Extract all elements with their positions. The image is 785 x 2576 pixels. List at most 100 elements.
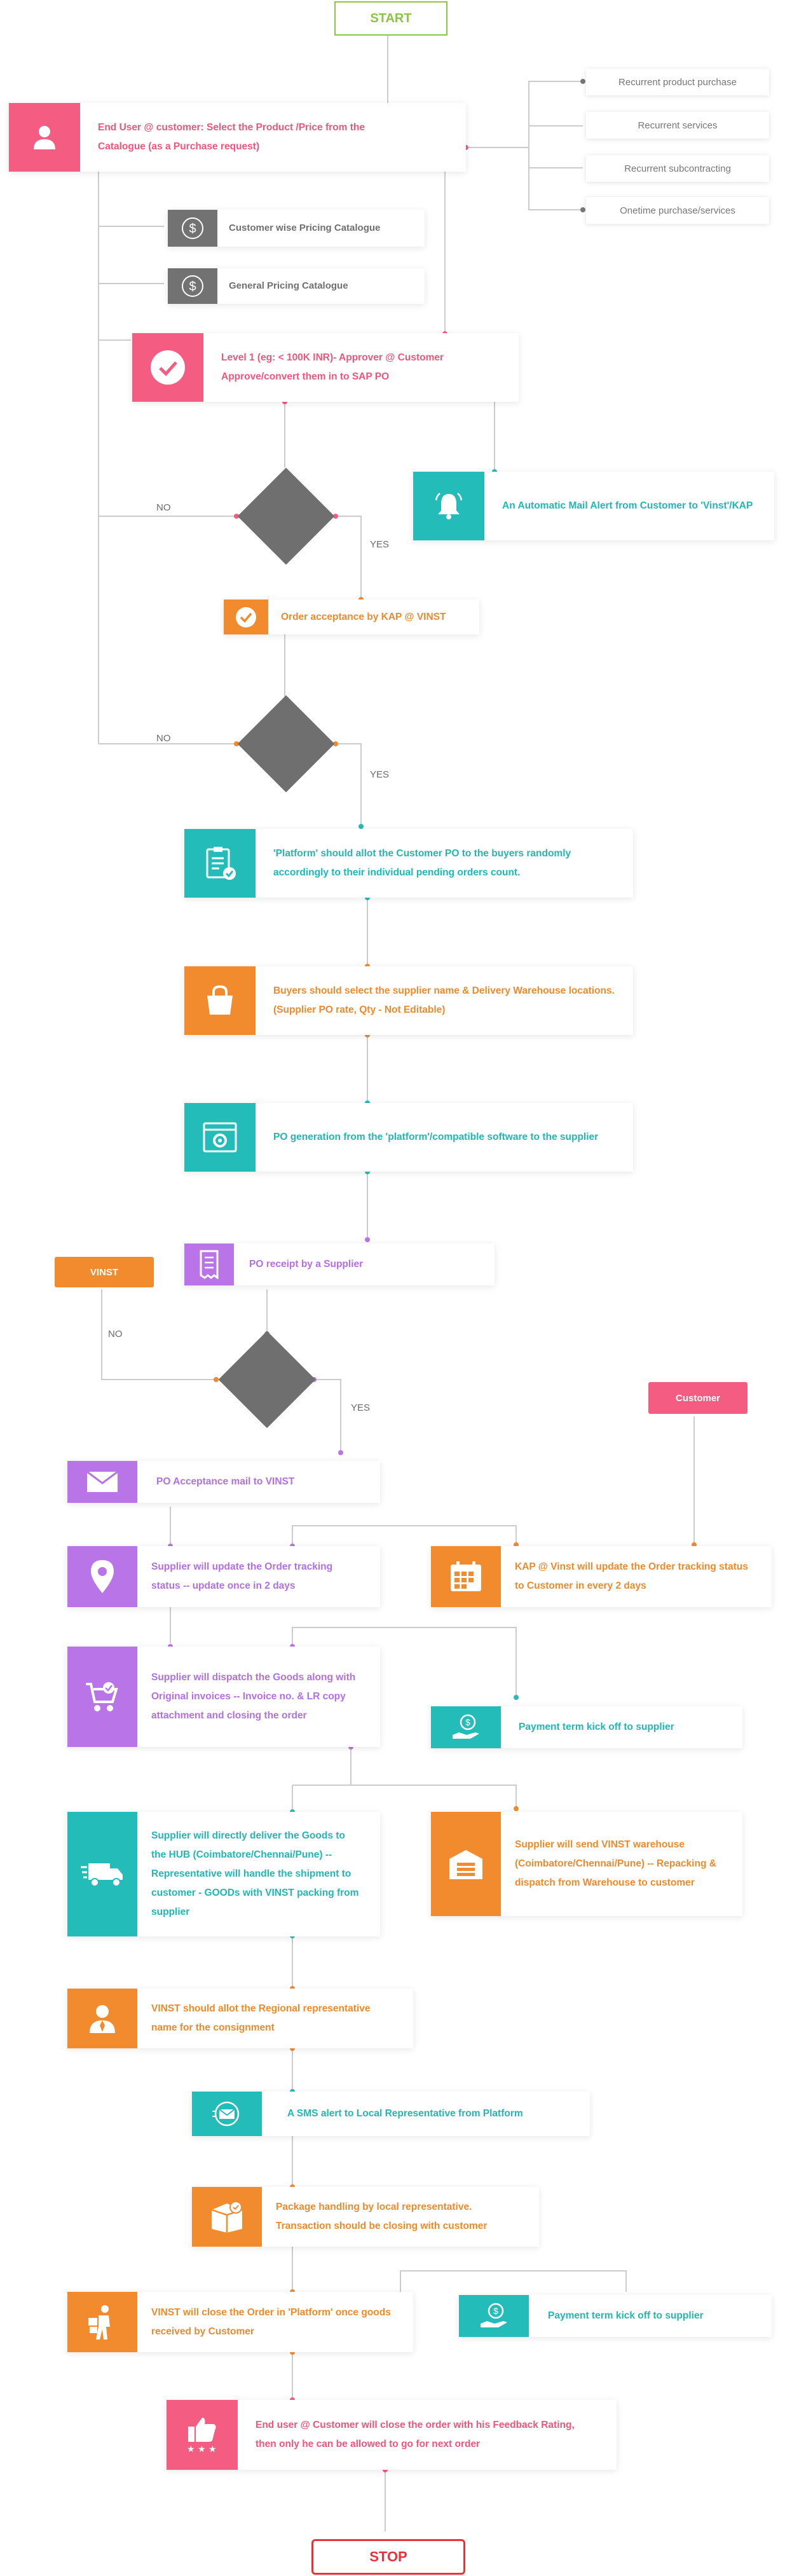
step-package-handling: Package handling by local representative…	[192, 2187, 539, 2247]
step-approver-text: Level 1 (eg: < 100K INR)- Approver @ Cus…	[221, 352, 444, 382]
step-order-acceptance-text: Order acceptance by KAP @ VINST	[281, 611, 446, 622]
svg-text:$: $	[465, 1717, 470, 1727]
receipt-icon	[184, 1243, 234, 1285]
hand-dollar-icon: $	[459, 2295, 529, 2337]
svg-text:★: ★	[187, 2444, 195, 2455]
stop-label: STOP	[369, 2549, 407, 2565]
purchase-type-3: Recurrent subcontracting	[586, 155, 769, 182]
purchase-type-label: Recurrent subcontracting	[624, 163, 731, 174]
step-general-pricing: $ General Pricing Catalogue	[168, 268, 425, 304]
step-close-order-text: VINST will close the Order in 'Platform'…	[151, 2306, 391, 2337]
vinst-tag-label: VINST	[90, 1266, 119, 1278]
svg-text:$: $	[189, 280, 196, 294]
step-po-acceptance-mail-text: PO Acceptance mail to VINST	[156, 1476, 295, 1487]
customer-tag-label: Customer	[675, 1392, 720, 1404]
step-po-receipt: PO receipt by a Supplier	[184, 1243, 495, 1285]
warehouse-icon	[431, 1812, 501, 1916]
step-allot-regional: VINST should allot the Regional represen…	[67, 1989, 413, 2048]
vinst-tag: VINST	[55, 1257, 154, 1287]
step-supplier-dispatch: Supplier will dispatch the Goods along w…	[67, 1647, 380, 1747]
purchase-type-label: Recurrent services	[638, 120, 718, 131]
step-payment-kickoff-2-text: Payment term kick off to supplier	[548, 2310, 704, 2321]
purchase-type-label: Onetime purchase/services	[620, 205, 735, 216]
thumbs-up-rating-icon: ★★★	[167, 2400, 238, 2470]
step-general-pricing-text: General Pricing Catalogue	[229, 280, 348, 291]
representative-icon	[67, 1989, 137, 2048]
step-feedback-text: End user @ Customer will close the order…	[256, 2420, 575, 2449]
delivery-person-icon	[67, 2292, 137, 2352]
step-close-order: VINST will close the Order in 'Platform'…	[67, 2292, 413, 2352]
location-pin-icon	[67, 1546, 137, 1607]
decision-diamond-3	[218, 1331, 316, 1428]
step-buyers-select: Buyers should select the supplier name &…	[184, 966, 633, 1035]
svg-text:$: $	[493, 2306, 498, 2316]
purchase-type-1: Recurrent product purchase	[586, 69, 769, 95]
decision-2-no-label: NO	[156, 733, 171, 744]
step-po-acceptance-mail: PO Acceptance mail to VINST	[67, 1461, 380, 1503]
purchase-type-2: Recurrent services	[586, 112, 769, 139]
svg-text:★: ★	[198, 2444, 206, 2455]
step-vinst-warehouse: Supplier will send VINST warehouse (Coim…	[431, 1812, 742, 1916]
sms-icon	[192, 2092, 262, 2136]
truck-icon	[67, 1812, 137, 1936]
step-po-receipt-text: PO receipt by a Supplier	[249, 1259, 364, 1270]
step-approver: Level 1 (eg: < 100K INR)- Approver @ Cus…	[132, 333, 519, 402]
step-platform-allot: 'Platform' should allot the Customer PO …	[184, 829, 633, 898]
start-terminal: START	[334, 1, 447, 36]
package-icon	[192, 2187, 262, 2247]
stop-terminal: STOP	[311, 2539, 465, 2575]
start-label: START	[370, 11, 412, 25]
customer-tag: Customer	[648, 1382, 747, 1414]
decision-diamond-2	[237, 695, 335, 793]
step-mail-alert: An Automatic Mail Alert from Customer to…	[413, 472, 774, 540]
step-customer-pricing-text: Customer wise Pricing Catalogue	[229, 223, 381, 233]
check-icon	[224, 599, 268, 634]
user-icon	[9, 103, 80, 172]
svg-text:$: $	[189, 222, 196, 236]
decision-diamond-1	[237, 467, 335, 565]
decision-3-yes-label: YES	[351, 1402, 371, 1413]
step-customer-pricing: $ Customer wise Pricing Catalogue	[168, 210, 425, 247]
bell-icon	[413, 472, 484, 540]
step-sms-alert: A SMS alert to Local Representative from…	[192, 2092, 590, 2136]
step-payment-kickoff-1-text: Payment term kick off to supplier	[519, 1722, 674, 1732]
step-supplier-dispatch-text: Supplier will dispatch the Goods along w…	[151, 1672, 356, 1721]
step-direct-delivery: Supplier will directly deliver the Goods…	[67, 1812, 380, 1936]
step-po-generation-text: PO generation from the 'platform'/compat…	[273, 1132, 599, 1142]
step-mail-alert-text: An Automatic Mail Alert from Customer to…	[502, 500, 753, 511]
step-supplier-update: Supplier will update the Order tracking …	[67, 1546, 380, 1607]
step-platform-allot-text: 'Platform' should allot the Customer PO …	[273, 848, 571, 878]
step-end-user-text: End User @ customer: Select the Product …	[98, 122, 365, 152]
step-kap-update: KAP @ Vinst will update the Order tracki…	[431, 1546, 772, 1607]
browser-gear-icon	[184, 1103, 256, 1172]
step-kap-update-text: KAP @ Vinst will update the Order tracki…	[515, 1561, 748, 1591]
dollar-icon: $	[168, 268, 217, 304]
step-payment-kickoff-1: $ Payment term kick off to supplier	[431, 1706, 742, 1748]
calendar-icon	[431, 1546, 501, 1607]
decision-1-no-label: NO	[156, 502, 171, 513]
purchase-type-4: Onetime purchase/services	[586, 197, 769, 224]
step-buyers-select-text: Buyers should select the supplier name &…	[273, 985, 615, 1015]
decision-3-no-label: NO	[108, 1329, 123, 1339]
svg-text:★: ★	[208, 2444, 217, 2455]
shopping-bag-icon	[184, 966, 256, 1035]
step-sms-alert-text: A SMS alert to Local Representative from…	[287, 2108, 523, 2119]
step-po-generation: PO generation from the 'platform'/compat…	[184, 1103, 633, 1172]
clipboard-icon	[184, 829, 256, 898]
step-direct-delivery-text: Supplier will directly deliver the Goods…	[151, 1830, 359, 1917]
step-payment-kickoff-2: $ Payment term kick off to supplier	[459, 2295, 772, 2337]
check-icon	[132, 333, 203, 402]
step-package-handling-text: Package handling by local representative…	[276, 2202, 488, 2231]
step-feedback: ★★★ End user @ Customer will close the o…	[167, 2400, 617, 2470]
dollar-icon: $	[168, 210, 217, 247]
cart-icon	[67, 1647, 137, 1747]
step-end-user: End User @ customer: Select the Product …	[9, 103, 466, 172]
hand-dollar-icon: $	[431, 1706, 501, 1748]
decision-2-yes-label: YES	[370, 769, 390, 780]
step-supplier-update-text: Supplier will update the Order tracking …	[151, 1561, 333, 1591]
decision-1-yes-label: YES	[370, 539, 390, 550]
step-order-acceptance: Order acceptance by KAP @ VINST	[224, 599, 479, 634]
step-allot-regional-text: VINST should allot the Regional represen…	[151, 2003, 371, 2033]
purchase-type-label: Recurrent product purchase	[618, 76, 737, 88]
envelope-icon	[67, 1461, 137, 1503]
